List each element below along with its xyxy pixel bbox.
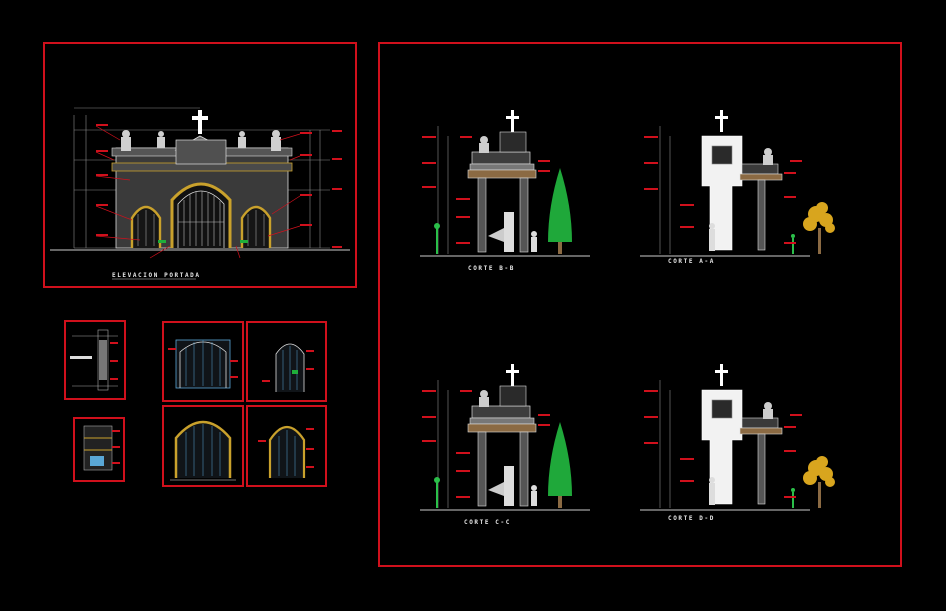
detail-main-gate [168, 339, 238, 389]
elevation-drawing [50, 107, 350, 280]
label-elevation: ELEVACION PORTADA [112, 272, 201, 279]
frame-detail-6 [246, 405, 327, 487]
detail-base [83, 425, 120, 471]
frame-detail-5 [162, 405, 244, 487]
frame-detail-1 [64, 320, 126, 400]
detail-side-gate [262, 343, 314, 392]
frame-sections [378, 42, 902, 567]
detail-side-arch [258, 425, 314, 478]
section-a-drawing [639, 109, 836, 257]
label-cut-d: CORTE D-D [668, 515, 715, 522]
detail-column [70, 329, 118, 391]
detail-main-arch [170, 420, 236, 481]
frame-elevation [43, 42, 357, 288]
section-c-drawing [419, 363, 591, 511]
label-cut-b: CORTE B-B [468, 265, 515, 272]
frame-detail-2 [73, 417, 125, 482]
frame-detail-4 [246, 321, 327, 402]
frame-detail-3 [162, 321, 244, 402]
label-cut-c: CORTE C-C [464, 519, 511, 526]
label-cut-a: CORTE A-A [668, 258, 715, 265]
section-d-drawing [639, 363, 836, 511]
section-b-drawing [419, 109, 591, 257]
